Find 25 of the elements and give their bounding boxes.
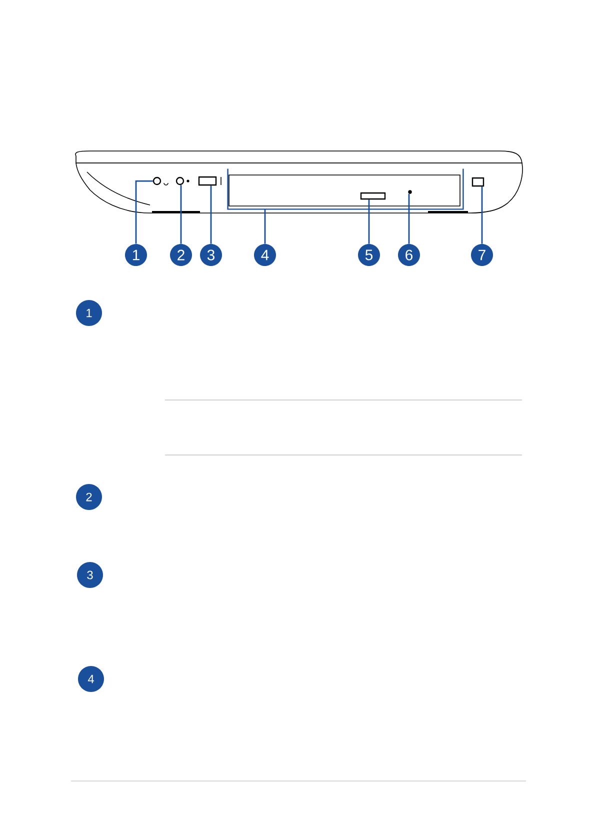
leader-line	[135, 180, 153, 244]
leader-line	[481, 186, 483, 244]
bracket	[227, 168, 464, 210]
callout-number: 2	[76, 484, 102, 510]
leader-line	[408, 194, 410, 244]
microphone-jack	[176, 176, 184, 186]
leader-line	[210, 186, 212, 244]
usb-port	[198, 176, 217, 186]
leader-line	[264, 209, 266, 244]
leader-line	[368, 200, 370, 244]
callout-number: 3	[77, 562, 103, 588]
headphone-jack	[152, 176, 162, 186]
lock-slot	[472, 177, 484, 187]
callout-number: 1	[76, 300, 102, 326]
callout-number: 5	[358, 244, 380, 266]
callout-number: 7	[471, 244, 493, 266]
callout-number: 4	[78, 666, 104, 692]
callout-number: 6	[398, 244, 420, 266]
eject-button	[360, 192, 386, 200]
indicator-light	[408, 190, 412, 194]
callout-number: 3	[200, 244, 222, 266]
callout-number: 1	[125, 244, 147, 266]
callout-number: 4	[254, 244, 276, 266]
leader-line	[180, 185, 182, 244]
callout-number: 2	[170, 244, 192, 266]
